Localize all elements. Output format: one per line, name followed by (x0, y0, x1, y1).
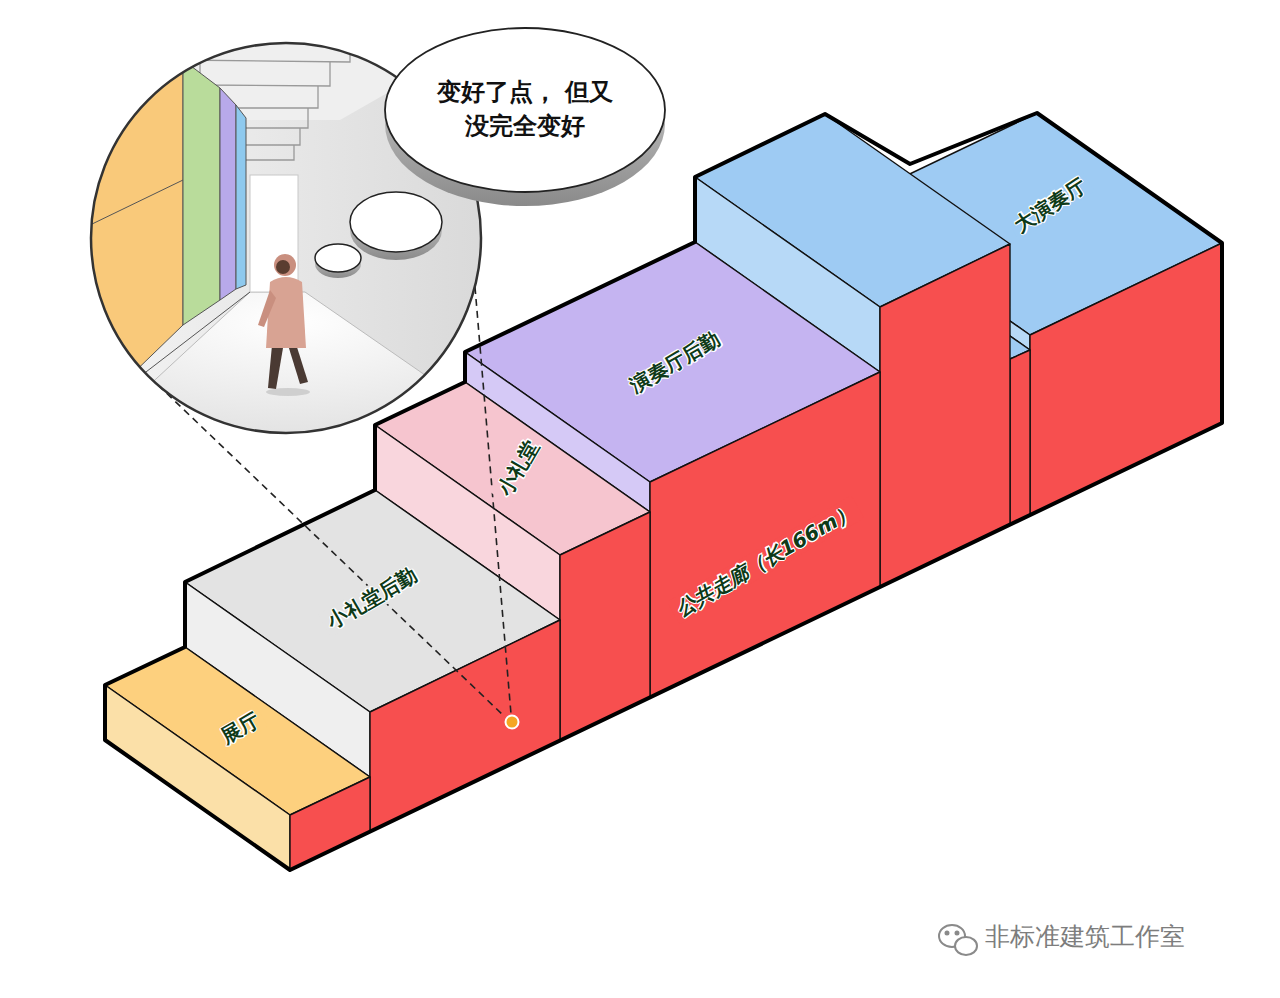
thought-bubbles (315, 28, 665, 278)
massing-volumes (105, 113, 1222, 870)
wechat-icon (939, 925, 977, 955)
leader-line (158, 385, 504, 716)
massing-outline (105, 113, 1222, 870)
watermark: 非标准建筑工作室 (985, 920, 1185, 953)
bubble-text: 变好了点， 但又没完全变好 (425, 76, 625, 143)
speech-bubble: 变好了点， 但又没完全变好 (425, 76, 625, 143)
location-dot (506, 716, 519, 729)
